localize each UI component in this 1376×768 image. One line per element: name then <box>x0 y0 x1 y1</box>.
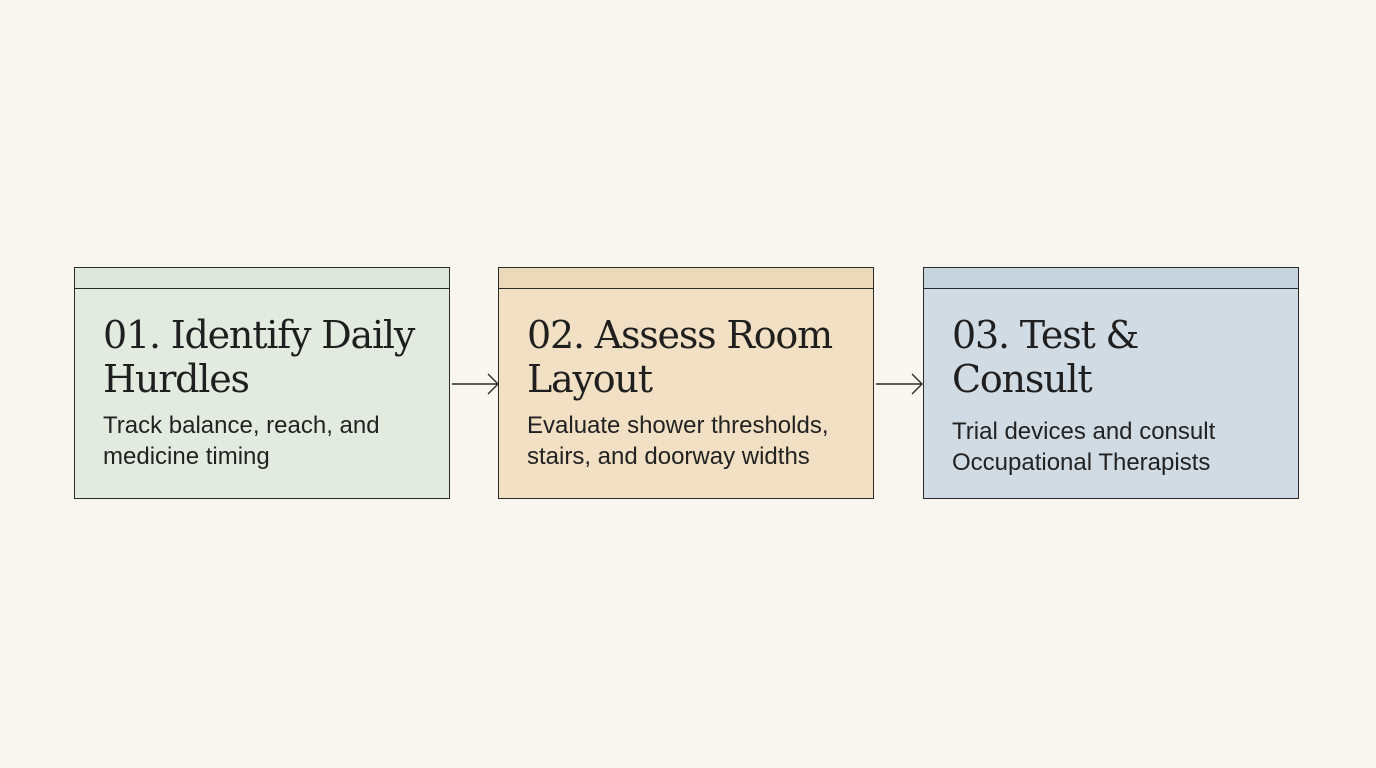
step-description: Evaluate shower thresholds, stairs, and … <box>527 412 829 470</box>
card-body: 01. Identify Daily Hurdles Track balance… <box>75 289 449 472</box>
card-header-band <box>75 268 449 289</box>
step-title: 02. Assess Room Layout <box>527 313 833 401</box>
step-card-test-consult: 03. Test & Consult Trial devices and con… <box>923 267 1299 499</box>
card-body: 02. Assess Room Layout Evaluate shower t… <box>499 289 873 472</box>
step-description: Trial devices and consult Occupational T… <box>952 418 1216 476</box>
card-header-band <box>499 268 873 289</box>
step-title: 01. Identify Daily Hurdles <box>103 313 415 401</box>
card-body: 03. Test & Consult Trial devices and con… <box>924 289 1298 478</box>
card-header-band <box>924 268 1298 289</box>
arrow-right-icon <box>452 373 499 395</box>
step-card-assess-room: 02. Assess Room Layout Evaluate shower t… <box>498 267 874 499</box>
arrow-right-icon <box>876 373 923 395</box>
step-card-identify-hurdles: 01. Identify Daily Hurdles Track balance… <box>74 267 450 499</box>
step-description: Track balance, reach, and medicine timin… <box>103 412 380 470</box>
step-title: 03. Test & Consult <box>952 313 1139 401</box>
